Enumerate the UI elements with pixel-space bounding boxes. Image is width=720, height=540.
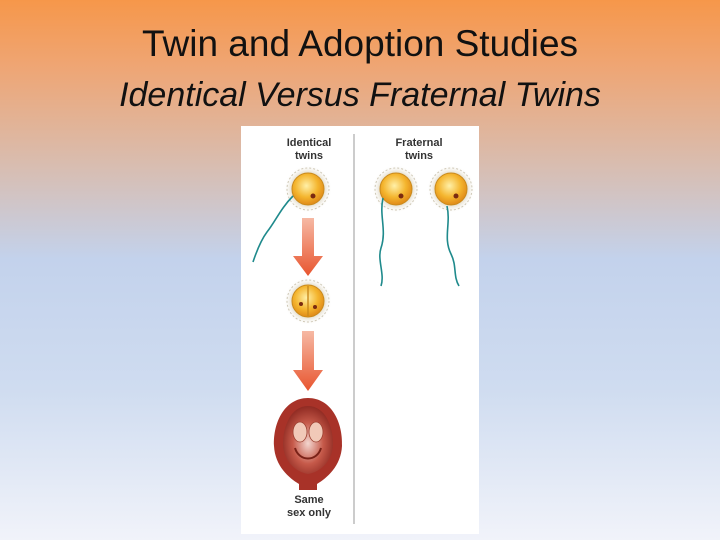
identical-egg-icon (284, 165, 332, 213)
fraternal-egg-1-icon (372, 165, 420, 213)
outcome-label-line1: Same (294, 494, 324, 506)
fraternal-sperm-2-icon (446, 205, 460, 287)
slide-title: Twin and Adoption Studies (141, 23, 579, 64)
dividing-zygote-icon (284, 277, 332, 325)
fraternal-sperm-1-icon (379, 197, 385, 287)
outcome-label-line2: sex only (286, 507, 332, 519)
identical-sperm-icon (252, 195, 294, 263)
fraternal-label-line2: twins (404, 150, 434, 162)
identical-label-line2: twins (294, 150, 324, 162)
arrow-down-icon (293, 331, 323, 391)
identical-label-line1: Identical (286, 137, 332, 149)
twins-diagram: Identical twins Fraternal twins Same sex… (241, 126, 479, 534)
fraternal-label-line1: Fraternal (395, 137, 443, 149)
uterus-twins-icon (273, 398, 343, 490)
slide-subtitle: Identical Versus Fraternal Twins (119, 76, 601, 114)
twins-diagram-graphic (252, 134, 475, 524)
same-sex-only-label: Same sex only (281, 494, 337, 520)
identical-twins-label: Identical twins (277, 137, 341, 163)
fraternal-twins-label: Fraternal twins (387, 137, 451, 163)
fraternal-egg-2-icon (427, 165, 475, 213)
arrow-down-icon (293, 218, 323, 276)
